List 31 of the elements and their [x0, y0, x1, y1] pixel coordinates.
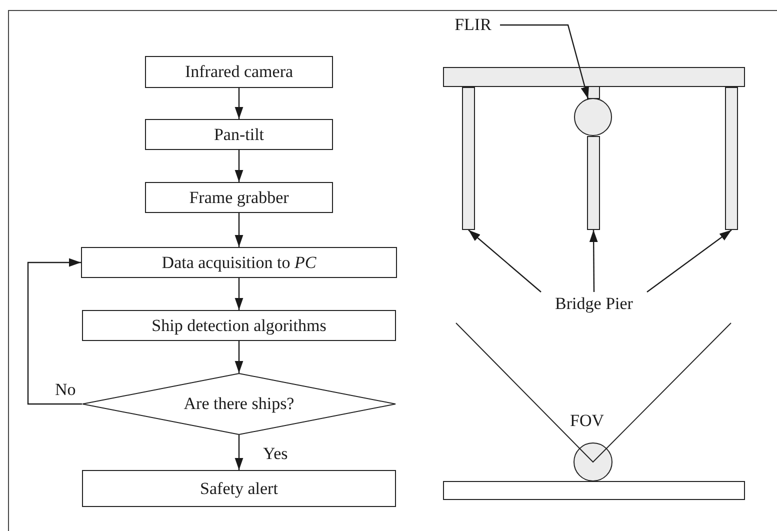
bridge-pier — [725, 87, 738, 230]
callout-label: FLIR — [454, 14, 492, 36]
arrow — [234, 278, 244, 310]
node-text: Data acquisition to PC — [162, 252, 316, 274]
arrow — [234, 341, 244, 373]
process-box — [145, 182, 333, 213]
node-text: Safety alert — [200, 478, 278, 500]
arrow — [589, 230, 598, 292]
process-box — [145, 56, 333, 88]
node-text: Are there ships? — [184, 393, 294, 415]
arrow — [27, 258, 82, 405]
node-text: Infrared camera — [184, 61, 294, 83]
process-box — [82, 310, 396, 341]
process-box — [82, 470, 396, 507]
node-text: Frame grabber — [189, 186, 289, 208]
process-box — [145, 119, 333, 150]
decision-diamond — [82, 373, 396, 435]
arrow — [234, 213, 244, 247]
callout-label: Bridge Pier — [555, 293, 633, 316]
arrow — [234, 150, 244, 182]
arrow — [468, 230, 542, 292]
process-box — [81, 247, 397, 278]
fov-label: FOV — [570, 410, 604, 432]
arrow — [234, 88, 244, 119]
bridge-pier — [587, 136, 600, 230]
arrow — [234, 435, 244, 470]
node-text: Ship detection algorithms — [152, 314, 326, 336]
arrow — [646, 230, 732, 292]
leader-line — [500, 24, 589, 99]
node-text: Pan-tilt — [214, 124, 264, 146]
bridge-pier — [462, 87, 475, 230]
